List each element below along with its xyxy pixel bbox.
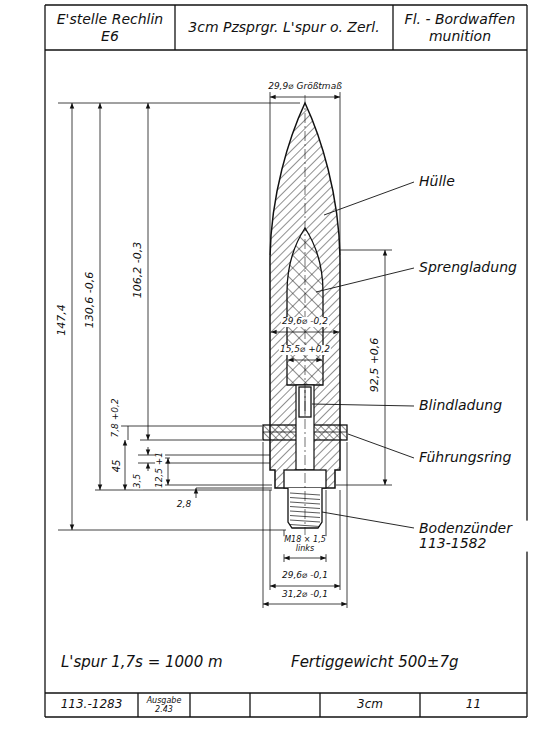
diameter-dimension: 29,6⌀ -0,1 [281, 571, 329, 581]
weight-note: Fertiggewicht 500±7g [290, 654, 459, 671]
length-dimension: 7,8 +0,2 [111, 397, 121, 438]
thread-line [290, 525, 320, 527]
length-dimension: 106,2 -0,3 [132, 241, 144, 299]
title-cell: 3cm Pzsprgr. L'spur o. Zerl. [175, 5, 393, 50]
length-dimension: 147,4 [56, 303, 68, 337]
thread-dimension: M18 × 1,5 links [282, 536, 328, 554]
dimension-lines [58, 92, 392, 608]
centre-line [305, 95, 306, 535]
part-name: Hülle [418, 174, 456, 189]
leader-lines [312, 182, 414, 528]
sheet-frame [45, 5, 527, 717]
diameter-dimension: 31,2⌀ -0,1 [281, 590, 329, 600]
part-name: Bodenzünder 113-1582 [418, 521, 530, 552]
title-cell: E'stelle Rechlin E6 [45, 5, 175, 50]
title-cell: Fl. - Bordwaffen munition [393, 5, 527, 50]
drawing-number: 113.-1283 [45, 693, 138, 717]
cell-text: Ausgabe 2.43 [142, 696, 186, 714]
cell-text: 11 [466, 698, 481, 712]
issue-cell: Ausgabe 2.43 [138, 693, 190, 717]
cell-text: 3cm [357, 698, 383, 712]
thread-line [290, 502, 320, 504]
part-name: Blindladung [418, 398, 503, 413]
diameter-dimension: 15,5⌀ +0,2 [279, 345, 331, 355]
thread-line [290, 507, 320, 509]
length-dimension: 3,5 [133, 473, 143, 489]
cell-text: Fl. - Bordwaffen munition [397, 11, 523, 43]
cell-text: 113.-1283 [61, 698, 123, 712]
length-dimension: 45 [111, 459, 122, 474]
thread-line [290, 520, 320, 522]
length-dimension: 2,8 [176, 500, 192, 510]
tracer-note: L'spur 1,7s = 1000 m [60, 654, 224, 671]
diameter-dimension: 29,6⌀ -0,2 [281, 317, 329, 327]
length-dimension: 130,6 -0,6 [84, 271, 96, 329]
length-dimension: 92,5 +0,6 [369, 337, 381, 394]
part-name: Führungsring [418, 450, 512, 465]
diameter-dimension: 29,9⌀ Größtmaß [267, 82, 343, 92]
length-dimension: 12,5 +1 [155, 451, 165, 489]
cell-text: 3cm Pzsprgr. L'spur o. Zerl. [188, 19, 379, 35]
caliber-cell: 3cm [320, 693, 420, 717]
cell-text: E'stelle Rechlin E6 [49, 11, 171, 43]
sheet-number: 11 [420, 693, 527, 717]
part-name: Sprengladung [418, 260, 518, 275]
